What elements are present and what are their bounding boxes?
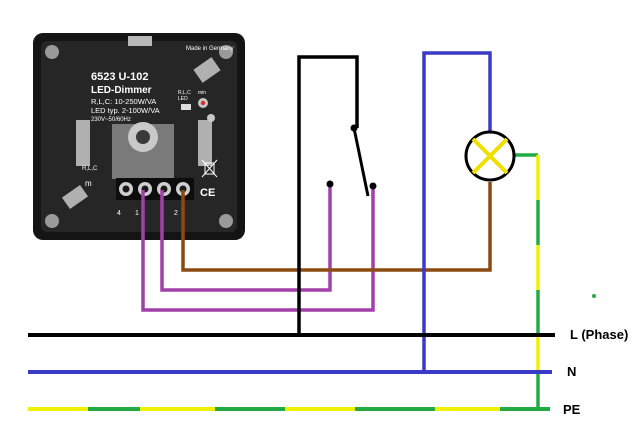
mounting-clip — [128, 36, 152, 46]
rlc-mode-label: R,L,C — [178, 90, 191, 96]
stray-dot — [592, 294, 596, 298]
switch-lever — [352, 127, 370, 197]
switch-contact-2 — [369, 182, 377, 190]
min-adjust-indicator-icon — [200, 100, 206, 106]
terminal-label-2: 2 — [174, 210, 178, 217]
led-rating: LED typ. 2-100W/VA — [91, 106, 160, 115]
corner-screw-icon — [219, 45, 233, 59]
terminal-block — [116, 178, 194, 200]
side-clamp-left — [76, 120, 90, 166]
two-way-switch-icon — [326, 124, 377, 197]
rotary-knob-center — [136, 130, 150, 144]
terminal-label-1: 1 — [135, 210, 139, 217]
rlc-rating: R,L,C: 10-250W/VA — [91, 97, 156, 106]
corner-screw-icon — [219, 214, 233, 228]
side-clamp-right — [198, 120, 212, 166]
switch-common-contact — [350, 124, 358, 132]
mode-switch — [181, 104, 191, 110]
phase-feed-to-switch — [297, 55, 359, 335]
corner-screw-icon — [45, 214, 59, 228]
switch-contact-1 — [326, 180, 334, 188]
tension-spring — [61, 184, 89, 210]
led-dimmer-device: Made in Germany 6523 U-102 LED-Dimmer R,… — [33, 33, 245, 240]
corner-screw-icon — [45, 45, 59, 59]
device-name: LED-Dimmer — [91, 85, 152, 96]
ce-mark-icon: CE — [200, 187, 215, 199]
led-indicator — [207, 114, 215, 122]
lamp-feed-wire — [181, 182, 492, 272]
made-in-label: Made in Germany — [186, 46, 234, 52]
neutral-to-lamp — [422, 51, 492, 372]
terminal-label-4: 4 — [117, 210, 121, 217]
lamp-cross-b — [471, 137, 509, 175]
rlc-small-label: R,L,C — [82, 166, 98, 172]
switched-wire-traveler-2 — [160, 185, 332, 292]
lamp-symbol-icon — [464, 130, 516, 182]
led-mode-label: LED — [178, 96, 188, 102]
earth-label: PE — [563, 402, 581, 417]
supply-rating: 230V~50/60Hz — [91, 117, 131, 123]
m-label: m — [85, 179, 92, 188]
min-label: min — [198, 90, 206, 96]
crossed-bin-icon — [201, 159, 218, 178]
phase-label: L (Phase) — [570, 327, 628, 342]
earth-wire-to-lamp — [512, 153, 540, 409]
tension-spring — [193, 57, 221, 83]
model-number: 6523 U-102 — [91, 71, 149, 83]
neutral-label: N — [567, 364, 576, 379]
terminal-screw-slot — [122, 185, 130, 193]
switched-wire-traveler-1 — [141, 187, 375, 312]
